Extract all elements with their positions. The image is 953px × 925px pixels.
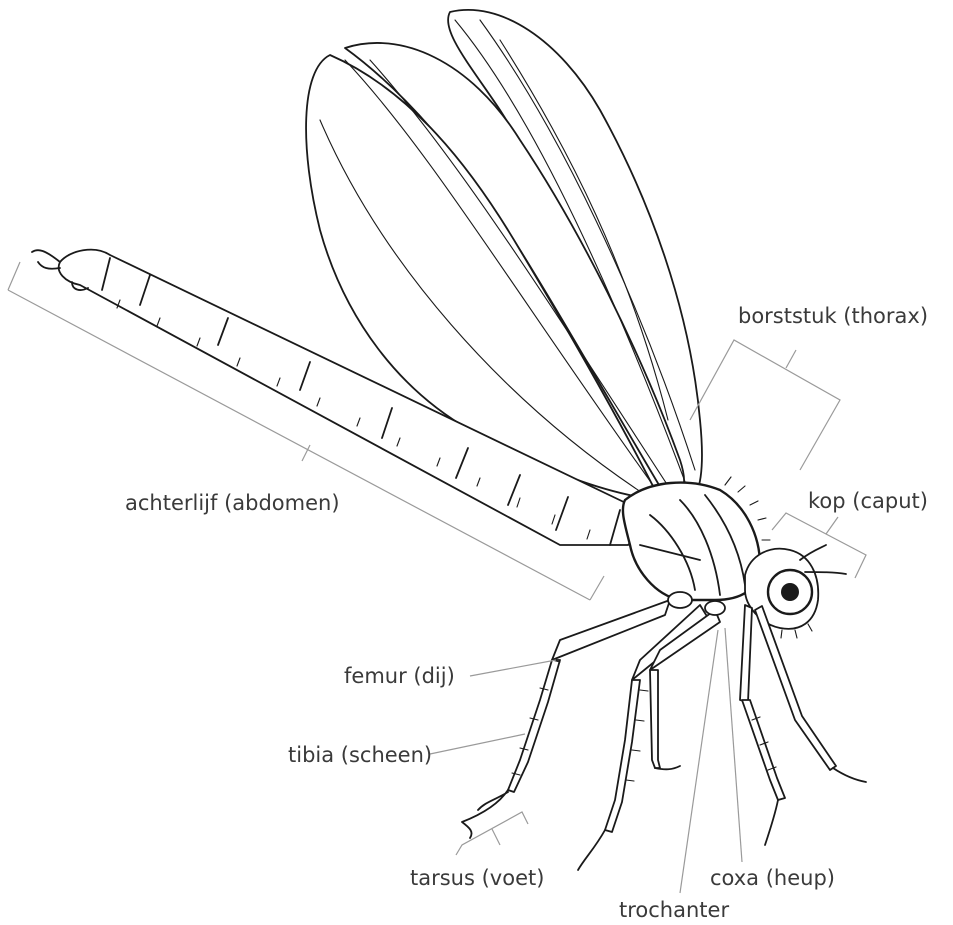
leg-1-tarsus [462, 790, 508, 838]
tibia-leader [430, 734, 525, 754]
tarsus-bracket [456, 812, 528, 855]
leg-4-femur [740, 605, 752, 702]
leg-1-tibia [508, 660, 560, 792]
label-trochanter: trochanter [619, 898, 729, 922]
label-femur: femur (dij) [344, 664, 455, 688]
label-head: kop (caput) [808, 489, 928, 513]
label-coxa: coxa (heup) [710, 866, 835, 890]
legs [462, 592, 866, 870]
leg-2-tibia [605, 680, 640, 832]
leg-3-tibia [650, 670, 660, 768]
leg-2-tarsus [578, 830, 605, 870]
label-abdomen: achterlijf (abdomen) [125, 491, 340, 515]
label-tibia: tibia (scheen) [288, 743, 432, 767]
thorax-bracket [690, 340, 840, 470]
label-tarsus: tarsus (voet) [410, 866, 544, 890]
trochanter-leader [680, 630, 718, 893]
label-thorax: borststuk (thorax) [738, 304, 928, 328]
leg-4-tarsus [765, 800, 778, 845]
femur-leader [470, 660, 556, 676]
leg-4-tibia [742, 700, 785, 800]
coxa-leader [725, 628, 742, 862]
leg-5-tarsus [833, 768, 866, 782]
